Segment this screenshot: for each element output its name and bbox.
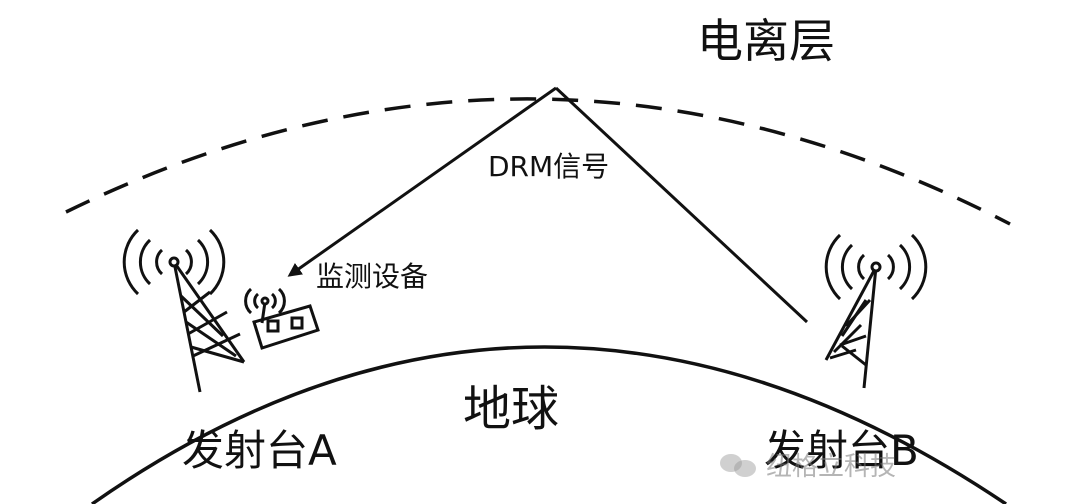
ionosphere-boundary bbox=[65, 97, 1011, 226]
drm-signal-label: DRM信号 bbox=[488, 150, 610, 183]
monitoring-device-icon bbox=[244, 287, 320, 350]
station-b-label: 发射台B bbox=[764, 426, 919, 475]
signal-path-up bbox=[554, 86, 809, 324]
earth-outline bbox=[90, 345, 1007, 504]
station-a-label: 发射台A bbox=[182, 426, 337, 475]
monitoring-device-label: 监测设备 bbox=[316, 260, 429, 293]
watermark: 纽格立科技 bbox=[720, 446, 896, 483]
watermark-text: 纽格立科技 bbox=[766, 452, 897, 482]
transmitter-tower-b-icon bbox=[824, 233, 928, 389]
signal-path-down bbox=[287, 86, 557, 277]
ionosphere-label: 电离层 bbox=[697, 14, 835, 68]
wechat-icon bbox=[720, 452, 758, 478]
transmitter-tower-a-icon bbox=[122, 228, 246, 393]
earth-label: 地球 bbox=[463, 381, 560, 437]
